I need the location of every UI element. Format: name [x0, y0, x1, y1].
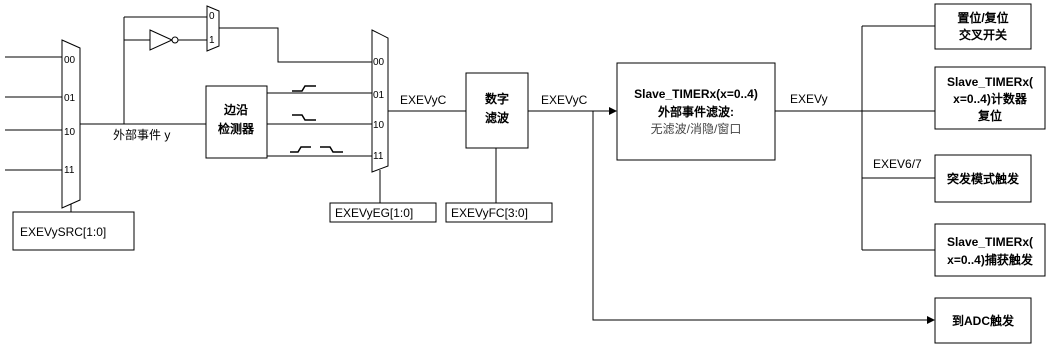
- inv-mux: [206, 5, 220, 52]
- mux2-label-10: 10: [373, 120, 385, 131]
- exevyeg-box: [329, 202, 437, 223]
- ext-event-label: 外部事件 y: [113, 127, 170, 142]
- mux1-label-11: 11: [64, 165, 75, 176]
- edge-detector-line1: 边沿: [223, 102, 248, 117]
- exevyc-label-2: EXEVyC: [541, 93, 588, 107]
- exevy-label: EXEVy: [790, 92, 828, 106]
- digital-filter-box: [465, 72, 529, 149]
- digital-filter-line1: 数字: [485, 91, 509, 106]
- mux2-label-01: 01: [373, 90, 385, 101]
- edge-detector-line2: 检测器: [218, 121, 255, 136]
- slave-filter-line3: 无滤波/消隐/窗口: [651, 122, 742, 136]
- mux1-label-10: 10: [64, 127, 76, 138]
- counter-reset-box: [934, 66, 1046, 130]
- mux1-label-01: 01: [64, 93, 76, 104]
- inv-mux-label-0: 0: [209, 11, 215, 22]
- capture-trigger-box: [934, 223, 1046, 277]
- mux2-label-00: 00: [373, 57, 385, 68]
- mux1: [61, 39, 81, 209]
- both-edge-rise-icon: [290, 146, 311, 153]
- counter-reset-line2: x=0..4)计数器: [953, 91, 1028, 106]
- reset-switch-line1: 置位/复位: [957, 10, 1008, 25]
- both-edge-fall-icon: [320, 146, 343, 153]
- mux2: [371, 29, 389, 173]
- rising-edge-icon: [292, 85, 316, 92]
- inv-mux-out-line: [219, 27, 372, 63]
- adc-trigger-box: [934, 297, 1032, 344]
- mux2-label-11: 11: [373, 151, 384, 162]
- edge-detector-box: [205, 85, 268, 159]
- exevyfc-box: [445, 202, 553, 223]
- burst-trigger-box: [934, 154, 1032, 203]
- adc-trigger-text: 到ADC触发: [952, 313, 1015, 328]
- digital-filter-line2: 滤波: [485, 110, 510, 125]
- inv-mux-label-1: 1: [209, 35, 215, 46]
- exevysrc-label: EXEVySRC[1:0]: [20, 225, 106, 239]
- inverter: [149, 29, 174, 51]
- capture-trigger-line1: Slave_TIMERx(: [947, 235, 1033, 249]
- counter-reset-line3: 复位: [977, 108, 1002, 123]
- reset-switch-line2: 交叉开关: [959, 27, 1007, 42]
- capture-trigger-line2: x=0..4)捕获触发: [947, 252, 1034, 267]
- slave-filter-line1: Slave_TIMERx(x=0..4): [634, 87, 758, 101]
- exevyc-label-1: EXEVyC: [400, 93, 447, 107]
- adc-arrow: [592, 111, 935, 324]
- falling-edge-icon: [292, 114, 316, 121]
- exevyeg-label: EXEVyEG[1:0]: [335, 206, 413, 220]
- burst-trigger-text: 突发模式触发: [947, 171, 1020, 186]
- slave-filter-line2: 外部事件滤波:: [658, 104, 734, 119]
- exev67-label: EXEV6/7: [873, 157, 922, 171]
- exevyfc-label: EXEVyFC[3:0]: [451, 206, 528, 220]
- counter-reset-line1: Slave_TIMERx(: [947, 75, 1033, 89]
- exevysrc-box: [12, 211, 135, 251]
- inverter-bubble: [171, 36, 179, 44]
- slave-filter-box: [616, 62, 776, 161]
- mux1-label-00: 00: [64, 55, 76, 66]
- reset-switch-box: [934, 3, 1032, 50]
